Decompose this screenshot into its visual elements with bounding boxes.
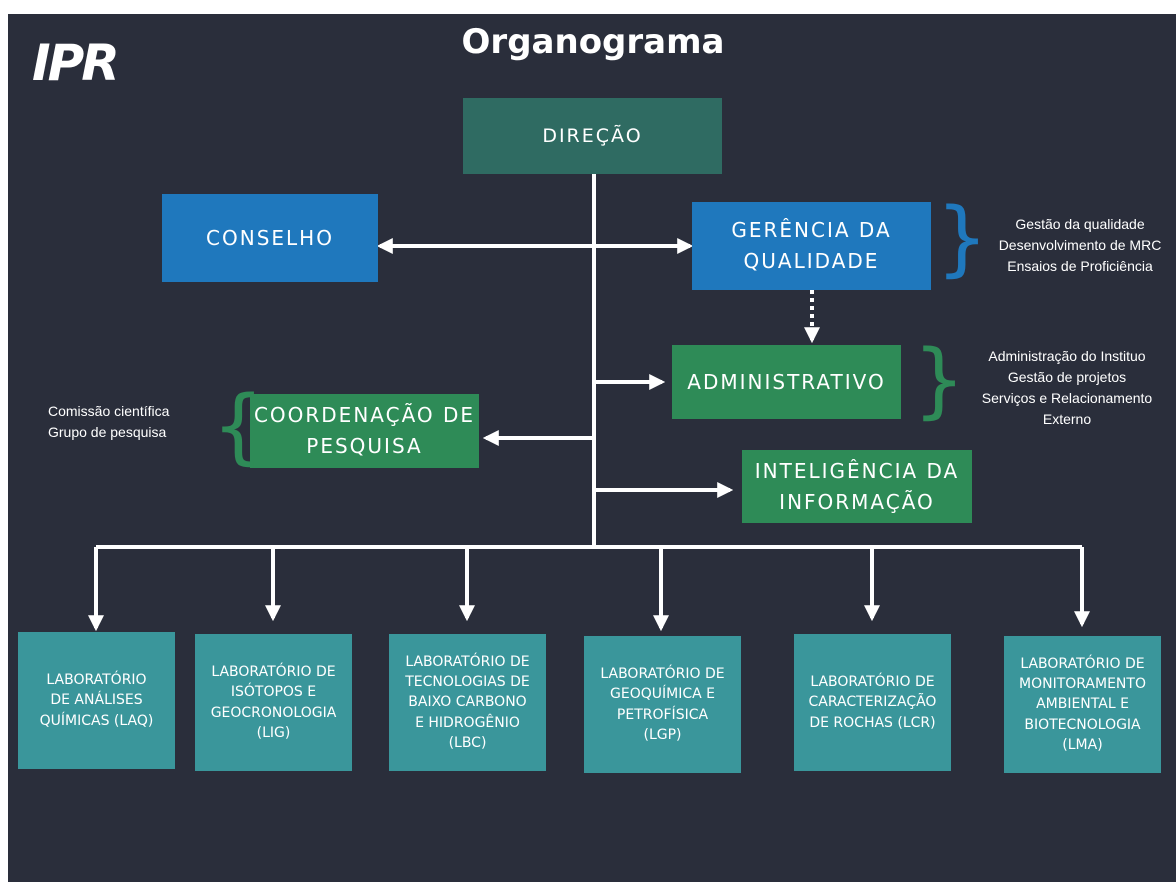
note-administrativo: Administração do Instituo Gestão de proj… xyxy=(981,348,1153,427)
brace-gerencia-icon: } xyxy=(936,191,989,286)
page-title: Organograma xyxy=(461,22,725,62)
lab-lcr: LABORATÓRIO DE CARACTERIZAÇÃO DE ROCHAS … xyxy=(794,634,951,771)
node-gerencia-qualidade: GERÊNCIA DA QUALIDADE xyxy=(692,202,931,290)
node-direcao: DIREÇÃO xyxy=(463,98,722,174)
brace-administrativo-icon: } xyxy=(913,333,966,428)
node-inteligencia-informacao: INTELIGÊNCIA DA INFORMAÇÃO xyxy=(742,450,972,523)
lab-lgp: LABORATÓRIO DE GEOQUÍMICA E PETROFÍSICA … xyxy=(584,636,741,773)
node-conselho: CONSELHO xyxy=(162,194,378,282)
brace-coordenacao-icon: { xyxy=(212,379,265,474)
lab-laq: LABORATÓRIO DE ANÁLISES QUÍMICAS (LAQ) xyxy=(18,632,175,769)
org-chart: IPR Organograma DIREÇÃO CONSELHO GERÊNCI… xyxy=(8,14,1176,882)
node-administrativo: ADMINISTRATIVO xyxy=(672,345,901,419)
connector-lines xyxy=(88,174,1090,632)
note-coordenacao: Comissão científica Grupo de pesquisa xyxy=(48,403,170,440)
ipr-logo: IPR xyxy=(32,34,120,92)
lab-lbc: LABORATÓRIO DE TECNOLOGIAS DE BAIXO CARB… xyxy=(389,634,546,771)
node-coordenacao-pesquisa: COORDENAÇÃO DE PESQUISA xyxy=(250,394,479,468)
lab-lig: LABORATÓRIO DE ISÓTOPOS E GEOCRONOLOGIA … xyxy=(195,634,352,771)
note-gerencia: Gestão da qualidade Desenvolvimento de M… xyxy=(998,216,1162,274)
lab-lma: LABORATÓRIO DE MONITORAMENTO AMBIENTAL E… xyxy=(1004,636,1161,773)
